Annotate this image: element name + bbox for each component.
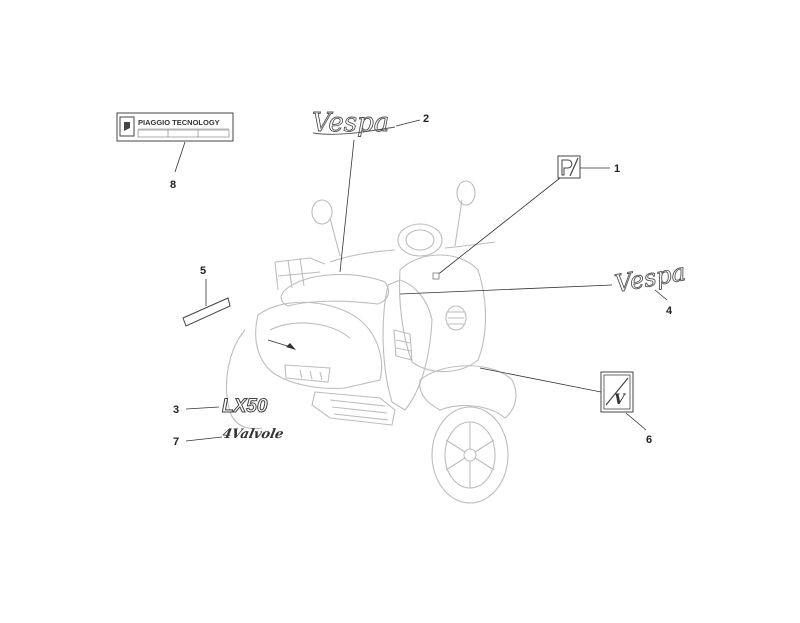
part-number-8: 8	[170, 179, 176, 191]
rear-body-cowl	[255, 301, 383, 389]
handlebar	[329, 241, 496, 263]
horn-slats	[448, 311, 464, 325]
leader-4b	[654, 289, 668, 301]
corner-badge-text: V	[614, 392, 627, 408]
part-number-1: 1	[614, 163, 620, 175]
leg-shield-grille	[393, 329, 413, 361]
left-mirror-stem	[329, 217, 341, 257]
piaggio-logo-mark	[124, 122, 130, 131]
vespa-script-side: Vespa	[612, 258, 688, 299]
p-badge-decal	[557, 155, 581, 179]
front-fender	[419, 365, 517, 419]
rear-fender-outline	[225, 329, 263, 430]
leader-2a	[395, 119, 421, 127]
floorboard-strips	[329, 399, 389, 421]
leg-shield	[382, 279, 433, 411]
engine-vent	[284, 364, 331, 383]
part-number-7: 7	[173, 436, 179, 448]
part-number-4: 4	[666, 305, 673, 317]
leader-4a	[399, 284, 613, 295]
headlight-lens	[405, 229, 435, 251]
part-number-6: 6	[646, 434, 652, 446]
front-wheel-tire	[431, 406, 509, 504]
vent-slats	[299, 369, 323, 381]
left-mirror	[311, 199, 333, 225]
p-badge-location	[432, 272, 440, 280]
leader-1b	[435, 177, 561, 277]
square-badge-decal: V	[600, 371, 634, 413]
vespa-script-top: Vespa	[312, 108, 396, 138]
seat-outline	[280, 273, 390, 307]
leader-7	[185, 436, 223, 442]
scooter-illustration	[225, 180, 517, 504]
headlight-housing	[397, 223, 443, 257]
part-number-3: 3	[173, 404, 179, 416]
wheel-spokes	[445, 422, 495, 488]
floorboard	[311, 391, 396, 426]
leader-5b	[267, 339, 295, 349]
lx50-badge-text: LX50	[222, 396, 268, 417]
part-number-2: 2	[423, 113, 429, 125]
horn-grille	[445, 305, 467, 331]
leader-2b	[339, 139, 355, 273]
front-body	[398, 254, 487, 373]
lx50-badge: LX50	[222, 396, 269, 418]
right-mirror-stem	[454, 199, 463, 247]
plate-text: PIAGGIO TECNOLOGY	[138, 118, 220, 127]
right-mirror	[456, 180, 476, 206]
strip-decal	[182, 297, 231, 327]
piaggio-tecnology-plate: PIAGGIO TECNOLOGY	[116, 112, 234, 142]
leader-6a	[479, 367, 602, 393]
leader-8	[174, 141, 186, 173]
vespa-script-side-text: Vespa	[613, 258, 688, 298]
front-wheel-hub	[463, 448, 477, 462]
part-number-5: 5	[200, 265, 206, 277]
valvole-script-decal: 4Valvole	[221, 427, 285, 442]
rear-body-inner	[269, 322, 351, 339]
leader-6b	[625, 412, 647, 431]
strip-location-arrow	[286, 343, 296, 350]
leader-3	[185, 406, 220, 410]
valvole-script-text: 4Valvole	[221, 427, 285, 442]
rear-rack	[274, 257, 326, 291]
grille-slats	[395, 339, 412, 352]
